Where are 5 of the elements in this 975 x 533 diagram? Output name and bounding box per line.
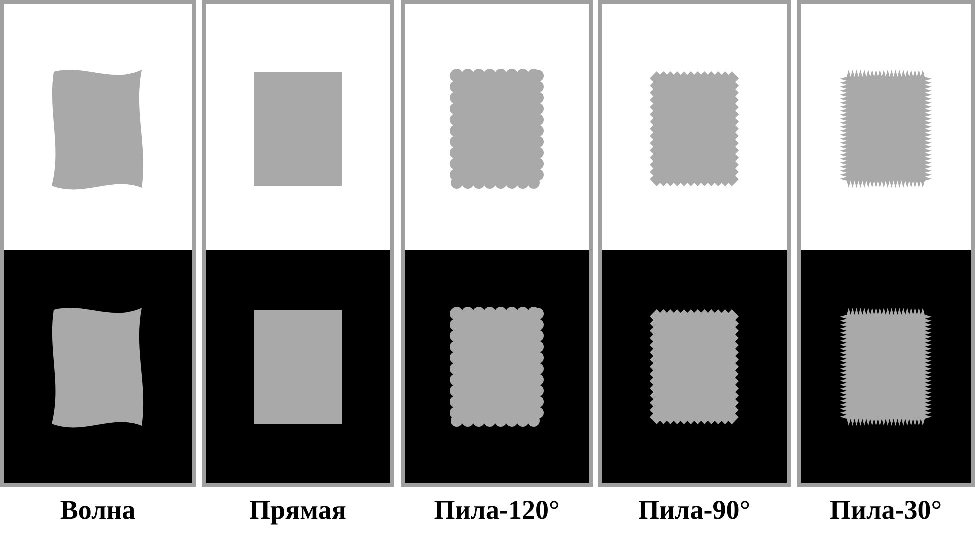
caption: Пила-120° [434, 496, 560, 524]
caption: Волна [60, 496, 136, 524]
caption: Пила-90° [638, 496, 750, 524]
caption: Прямая [250, 496, 346, 524]
caption: Пила-30° [830, 496, 942, 524]
